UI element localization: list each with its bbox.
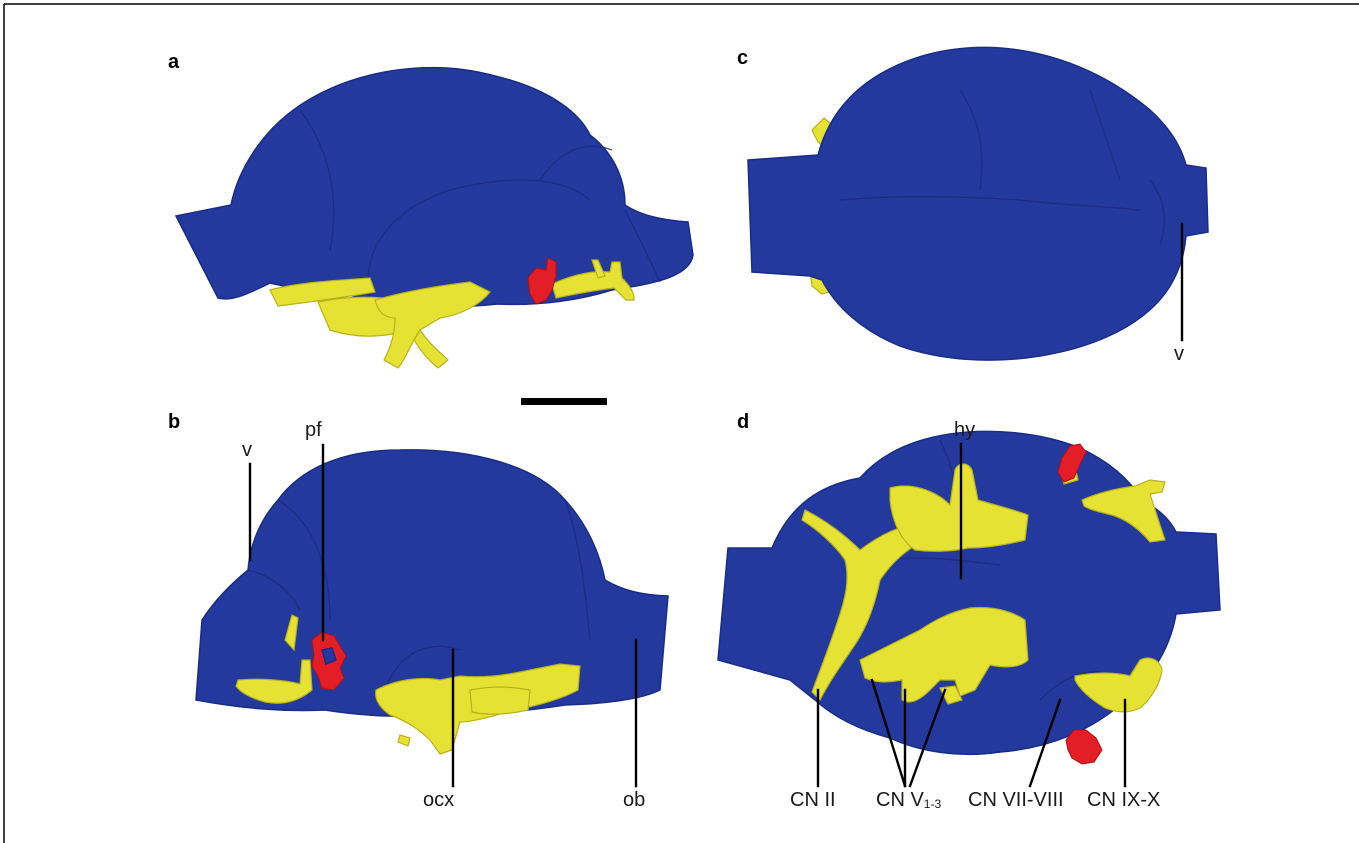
label-d-cnv-main: CN V <box>876 789 924 811</box>
panel-c-brain-surface <box>748 47 1208 360</box>
label-d-cn910: CN IX-X <box>1087 789 1160 811</box>
panel-b-nerve <box>470 687 530 714</box>
panel-letter-d: d <box>737 411 749 433</box>
panel-b-brain <box>196 450 668 717</box>
panel-b: b v pf ocx ob <box>168 411 668 811</box>
panel-a-nerve <box>414 330 448 368</box>
label-d-cnv: CN V1-3 <box>876 789 941 811</box>
panel-d: d hy CN II CN V1-3 CN VII-VII <box>718 411 1220 811</box>
scale-bar <box>521 398 607 405</box>
panel-letter-a: a <box>168 51 180 73</box>
panel-letter-b: b <box>168 411 180 433</box>
panel-b-nerve <box>398 735 410 746</box>
panel-a: a <box>168 51 693 368</box>
panel-c-brain <box>748 47 1208 360</box>
label-b-v: v <box>242 439 252 461</box>
panel-letter-c: c <box>737 47 748 69</box>
label-c-v: v <box>1174 343 1184 365</box>
label-d-hy: hy <box>954 419 975 441</box>
label-d-cnv-sub: 1-3 <box>924 797 942 811</box>
label-d-cn2: CN II <box>790 789 836 811</box>
panel-b-brain-surface <box>196 450 668 717</box>
label-d-cn78: CN VII-VIII <box>968 789 1064 811</box>
panel-c: c v <box>737 47 1208 365</box>
label-b-ob: ob <box>623 789 645 811</box>
label-b-ocx: ocx <box>423 789 454 811</box>
label-b-pf: pf <box>305 419 322 441</box>
panel-d-vessel <box>1066 730 1102 764</box>
